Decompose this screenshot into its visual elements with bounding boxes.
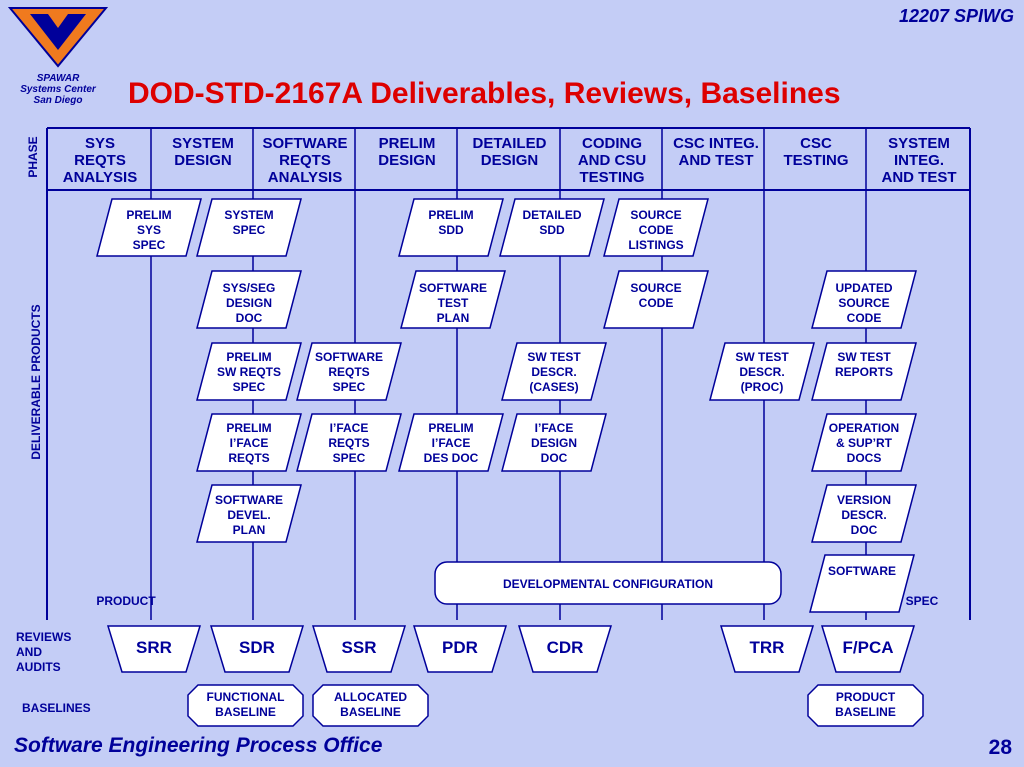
config-bar-shape bbox=[434, 561, 782, 605]
iface-design-doc: I’FACE DESIGN DOC bbox=[530, 421, 577, 465]
updated-source-code: UPDATED SOURCE CODE bbox=[835, 281, 893, 325]
review-shape bbox=[517, 625, 613, 673]
doc-shape bbox=[501, 413, 607, 472]
review-trr: TRR bbox=[749, 638, 785, 657]
phase-header: SYSTEM INTEG. AND TEST bbox=[881, 135, 957, 186]
prelim-sdd: PRELIM SDD bbox=[428, 208, 474, 237]
review-cdr: CDR bbox=[546, 638, 584, 657]
doc-shape bbox=[196, 270, 302, 329]
doc-shape bbox=[603, 198, 709, 257]
page-title: DOD-STD-2167A Deliverables, Reviews, Bas… bbox=[128, 77, 841, 110]
review-shape bbox=[311, 625, 407, 673]
allocated-baseline: ALLOCATED BASELINE bbox=[333, 690, 408, 719]
review-shape bbox=[719, 625, 815, 673]
org-line-2: Systems Center bbox=[20, 84, 96, 95]
baselines-row-label: BASELINES bbox=[22, 701, 91, 715]
phase-header: SOFTWARE REQTS ANALYSIS bbox=[262, 135, 348, 186]
review-sdr: SDR bbox=[239, 638, 275, 657]
doc-shape bbox=[709, 342, 815, 401]
detailed-sdd: DETAILED SDD bbox=[522, 208, 582, 237]
doc-shape bbox=[196, 342, 302, 401]
prelim-iface-des-doc: PRELIM I’FACE DES DOC bbox=[423, 421, 479, 465]
sw-test-reports: SW TEST REPORTS bbox=[834, 350, 893, 379]
operation-support-docs: OPERATION & SUP’RT DOCS bbox=[828, 421, 900, 465]
sys-seg-design-doc: SYS/SEG DESIGN DOC bbox=[222, 281, 276, 325]
org-line-3: San Diego bbox=[33, 95, 83, 106]
product-label: PRODUCT bbox=[96, 594, 156, 608]
prelim-iface-reqts: PRELIM I’FACE REQTS bbox=[226, 421, 272, 465]
phase-header: CSC TESTING bbox=[783, 135, 849, 169]
spec-label: SPEC bbox=[905, 594, 939, 608]
doc-shape bbox=[499, 198, 605, 257]
phase-header: DETAILED DESIGN bbox=[472, 135, 547, 169]
review-pdr: PDR bbox=[442, 638, 478, 657]
review-ssr: SSR bbox=[341, 638, 377, 657]
phase-header: PRELIM DESIGN bbox=[378, 135, 436, 169]
review-shape bbox=[412, 625, 508, 673]
doc-shape bbox=[296, 342, 402, 401]
doc-shape bbox=[196, 484, 302, 543]
review-shape bbox=[209, 625, 305, 673]
doc-shape bbox=[811, 342, 917, 401]
org-name: SPAWAR Systems Center San Diego bbox=[8, 73, 108, 106]
spawar-chevron-icon bbox=[7, 7, 109, 68]
source-code: SOURCE CODE bbox=[630, 281, 682, 310]
software-devel-plan: SOFTWARE DEVEL. PLAN bbox=[215, 493, 283, 537]
review-shape bbox=[106, 625, 202, 673]
software-test-plan: SOFTWARE TEST PLAN bbox=[419, 281, 487, 325]
phase-header: SYS REQTS ANALYSIS bbox=[62, 135, 138, 186]
doc-shape bbox=[603, 270, 709, 329]
page-number: 28 bbox=[988, 736, 1012, 759]
baseline-shape bbox=[312, 684, 429, 727]
reviews-row-label: REVIEWS AND AUDITS bbox=[16, 630, 72, 674]
doc-shape bbox=[501, 342, 607, 401]
doc-shape bbox=[96, 198, 202, 257]
phase-header: CSC INTEG. AND TEST bbox=[673, 135, 759, 169]
doc-shape bbox=[811, 413, 917, 472]
spawar-logo: SPAWAR Systems Center San Diego bbox=[7, 6, 109, 112]
doc-shape bbox=[811, 484, 917, 543]
doc-shape bbox=[196, 413, 302, 472]
sw-test-descr-cases: SW TEST DESCR. (CASES) bbox=[527, 350, 581, 394]
deliverables-row-label: DELIVERABLE PRODUCTS bbox=[29, 304, 43, 460]
baseline-shape bbox=[807, 684, 924, 727]
doc-shape bbox=[400, 270, 506, 329]
review-shape bbox=[820, 625, 916, 673]
review-fpca: F/PCA bbox=[842, 638, 894, 657]
product-baseline: PRODUCT BASELINE bbox=[835, 690, 896, 719]
org-line-1: SPAWAR bbox=[36, 73, 80, 84]
doc-shape bbox=[809, 554, 915, 613]
sw-test-descr-proc: SW TEST DESCR. (PROC) bbox=[735, 350, 789, 394]
doc-shape bbox=[398, 198, 504, 257]
doc-shape bbox=[398, 413, 504, 472]
review-srr: SRR bbox=[136, 638, 172, 657]
system-spec: SYSTEM SPEC bbox=[224, 208, 274, 237]
doc-shape bbox=[811, 270, 917, 329]
prelim-sw-reqts-spec: PRELIM SW REQTS SPEC bbox=[216, 350, 281, 394]
prelim-sys-spec: PRELIM SYS SPEC bbox=[126, 208, 172, 252]
phase-row-label: PHASE bbox=[26, 136, 40, 178]
doc-shape bbox=[196, 198, 302, 257]
baseline-shape bbox=[187, 684, 304, 727]
iface-reqts-spec: I’FACE REQTS SPEC bbox=[328, 421, 370, 465]
source-code-listings: SOURCE CODE LISTINGS bbox=[628, 208, 684, 252]
software-product-spec: SOFTWARE bbox=[828, 564, 896, 578]
developmental-configuration: DEVELOPMENTAL CONFIGURATION bbox=[503, 577, 713, 591]
phase-header: SYSTEM DESIGN bbox=[172, 135, 234, 169]
software-reqts-spec: SOFTWARE REQTS SPEC bbox=[315, 350, 383, 394]
doc-shape bbox=[296, 413, 402, 472]
functional-baseline: FUNCTIONAL BASELINE bbox=[206, 690, 285, 719]
course-label: 12207 SPIWG bbox=[898, 6, 1014, 26]
footer-office: Software Engineering Process Office bbox=[14, 734, 383, 757]
version-descr-doc: VERSION DESCR. DOC bbox=[836, 493, 891, 537]
phase-header: CODING AND CSU TESTING bbox=[577, 135, 647, 186]
